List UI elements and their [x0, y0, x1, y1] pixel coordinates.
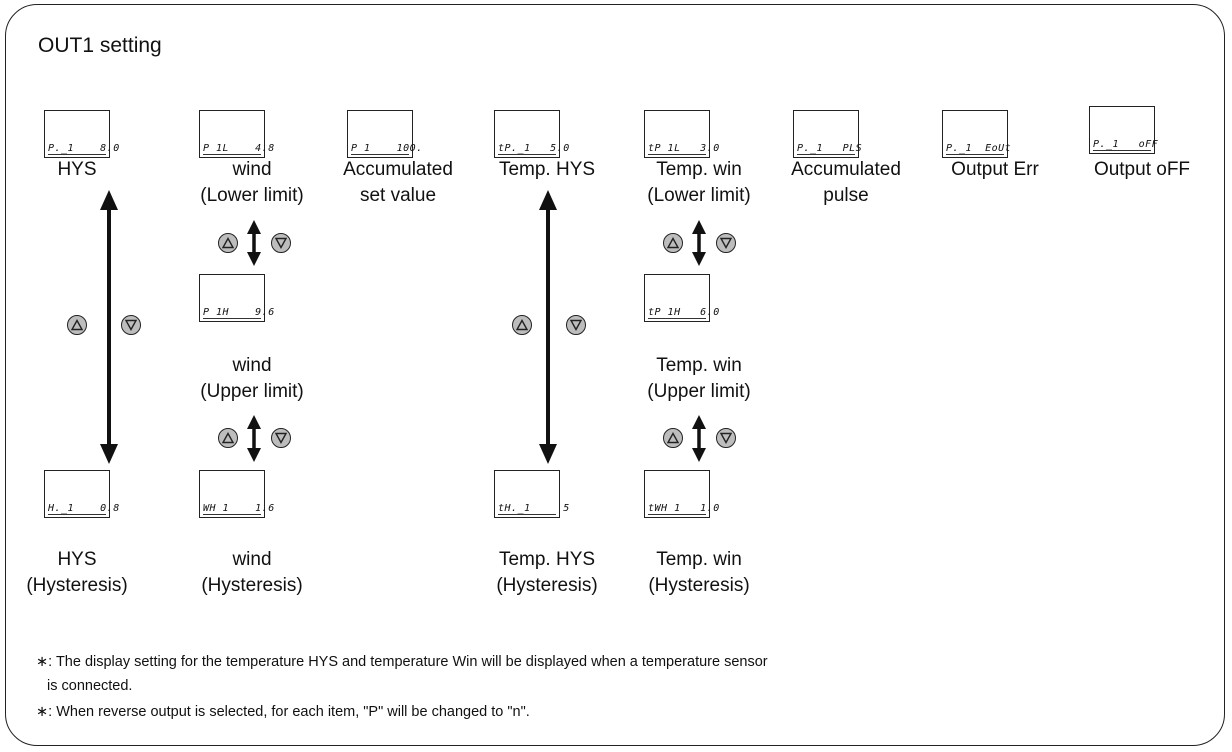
- lcd-accumulated-set: P 1 100.: [347, 110, 422, 158]
- wind-lower-upper-arrow: [247, 220, 261, 266]
- lcd-temp-win-lower: tP 1L 3.0: [644, 110, 719, 158]
- label-wind-hysteresis-a: wind: [232, 549, 272, 570]
- lcd-accumulated-pulse: P._1 PLS: [793, 110, 863, 158]
- label-temp-win-hysteresis-a: Temp. win: [656, 549, 742, 570]
- label-temp-hys-hysteresis-a: Temp. HYS: [498, 549, 596, 570]
- lcd-temp-win-hysteresis: tWH 1 1.0: [644, 470, 719, 518]
- label-temp-hys-hysteresis-b: (Hysteresis): [496, 575, 598, 596]
- note-temperature-sensor-cont: is connected.: [47, 678, 133, 694]
- down-button-icon: [566, 315, 586, 335]
- note-temperature-sensor: ∗: The display setting for the temperatu…: [36, 654, 768, 670]
- temp-win-lower-upper-arrow: [692, 220, 706, 266]
- wind-upper-hysteresis-arrow: [247, 415, 261, 462]
- up-button-icon: [663, 233, 683, 253]
- label-accumulated-set-a: Accumulated: [343, 159, 453, 180]
- up-button-icon: [512, 315, 532, 335]
- lcd-text: P._1 oFF: [1093, 139, 1159, 151]
- lcd-wind-upper: P 1H 9.6: [199, 274, 274, 322]
- label-wind-lower-b: (Lower limit): [200, 185, 304, 206]
- label-accumulated-set-b: set value: [359, 185, 437, 206]
- diagram-title: OUT1 setting: [38, 34, 162, 57]
- lcd-output-off: P._1 oFF: [1089, 106, 1159, 154]
- lcd-output-err: P._1 EoUt: [942, 110, 1012, 158]
- temp-hys-double-arrow: [539, 190, 557, 464]
- up-button-icon: [663, 428, 683, 448]
- label-accumulated-pulse-b: pulse: [823, 185, 869, 206]
- lcd-text: P._1 PLS: [797, 143, 863, 155]
- label-wind-lower-a: wind: [232, 159, 272, 180]
- up-button-icon: [67, 315, 87, 335]
- label-temp-win-hysteresis-b: (Hysteresis): [648, 575, 750, 596]
- lcd-wind-hysteresis: WH 1 1.6: [199, 470, 274, 518]
- lcd-wind-lower: P 1L 4.8: [199, 110, 274, 158]
- lcd-hys: P._1 8.0: [44, 110, 119, 158]
- down-button-icon: [716, 428, 736, 448]
- note-reverse-output: ∗: When reverse output is selected, for …: [36, 704, 530, 720]
- label-accumulated-pulse-a: Accumulated: [791, 159, 901, 180]
- label-wind-hysteresis-b: (Hysteresis): [201, 575, 303, 596]
- lcd-temp-win-upper: tP 1H 6.0: [644, 274, 719, 322]
- label-temp-win-lower-b: (Lower limit): [647, 185, 751, 206]
- lcd-text: P._1 EoUt: [946, 143, 1012, 155]
- lcd-hys-hysteresis: H._1 0.8: [44, 470, 119, 518]
- label-temp-win-upper-a: Temp. win: [656, 355, 742, 376]
- label-output-off: Output oFF: [1093, 159, 1191, 180]
- label-temp-win-upper-b: (Upper limit): [647, 381, 751, 402]
- down-button-icon: [271, 428, 291, 448]
- label-hys-hysteresis-b: (Hysteresis): [26, 575, 128, 596]
- label-output-err: Output Err: [951, 159, 1039, 180]
- down-button-icon: [121, 315, 141, 335]
- label-wind-upper-b: (Upper limit): [200, 381, 304, 402]
- temp-win-upper-hysteresis-arrow: [692, 415, 706, 462]
- label-temp-win-lower-a: Temp. win: [656, 159, 742, 180]
- hys-double-arrow: [100, 190, 118, 464]
- down-button-icon: [271, 233, 291, 253]
- label-temp-hys: Temp. HYS: [498, 159, 596, 180]
- label-hys: HYS: [57, 159, 97, 180]
- up-button-icon: [218, 428, 238, 448]
- lcd-temp-hys: tP._1 5.0: [494, 110, 569, 158]
- down-button-icon: [716, 233, 736, 253]
- label-hys-hysteresis-a: HYS: [57, 549, 97, 570]
- lcd-temp-hys-hysteresis: tH._1 5: [494, 470, 569, 518]
- up-button-icon: [218, 233, 238, 253]
- diagram-frame: [5, 4, 1225, 746]
- label-wind-upper-a: wind: [232, 355, 272, 376]
